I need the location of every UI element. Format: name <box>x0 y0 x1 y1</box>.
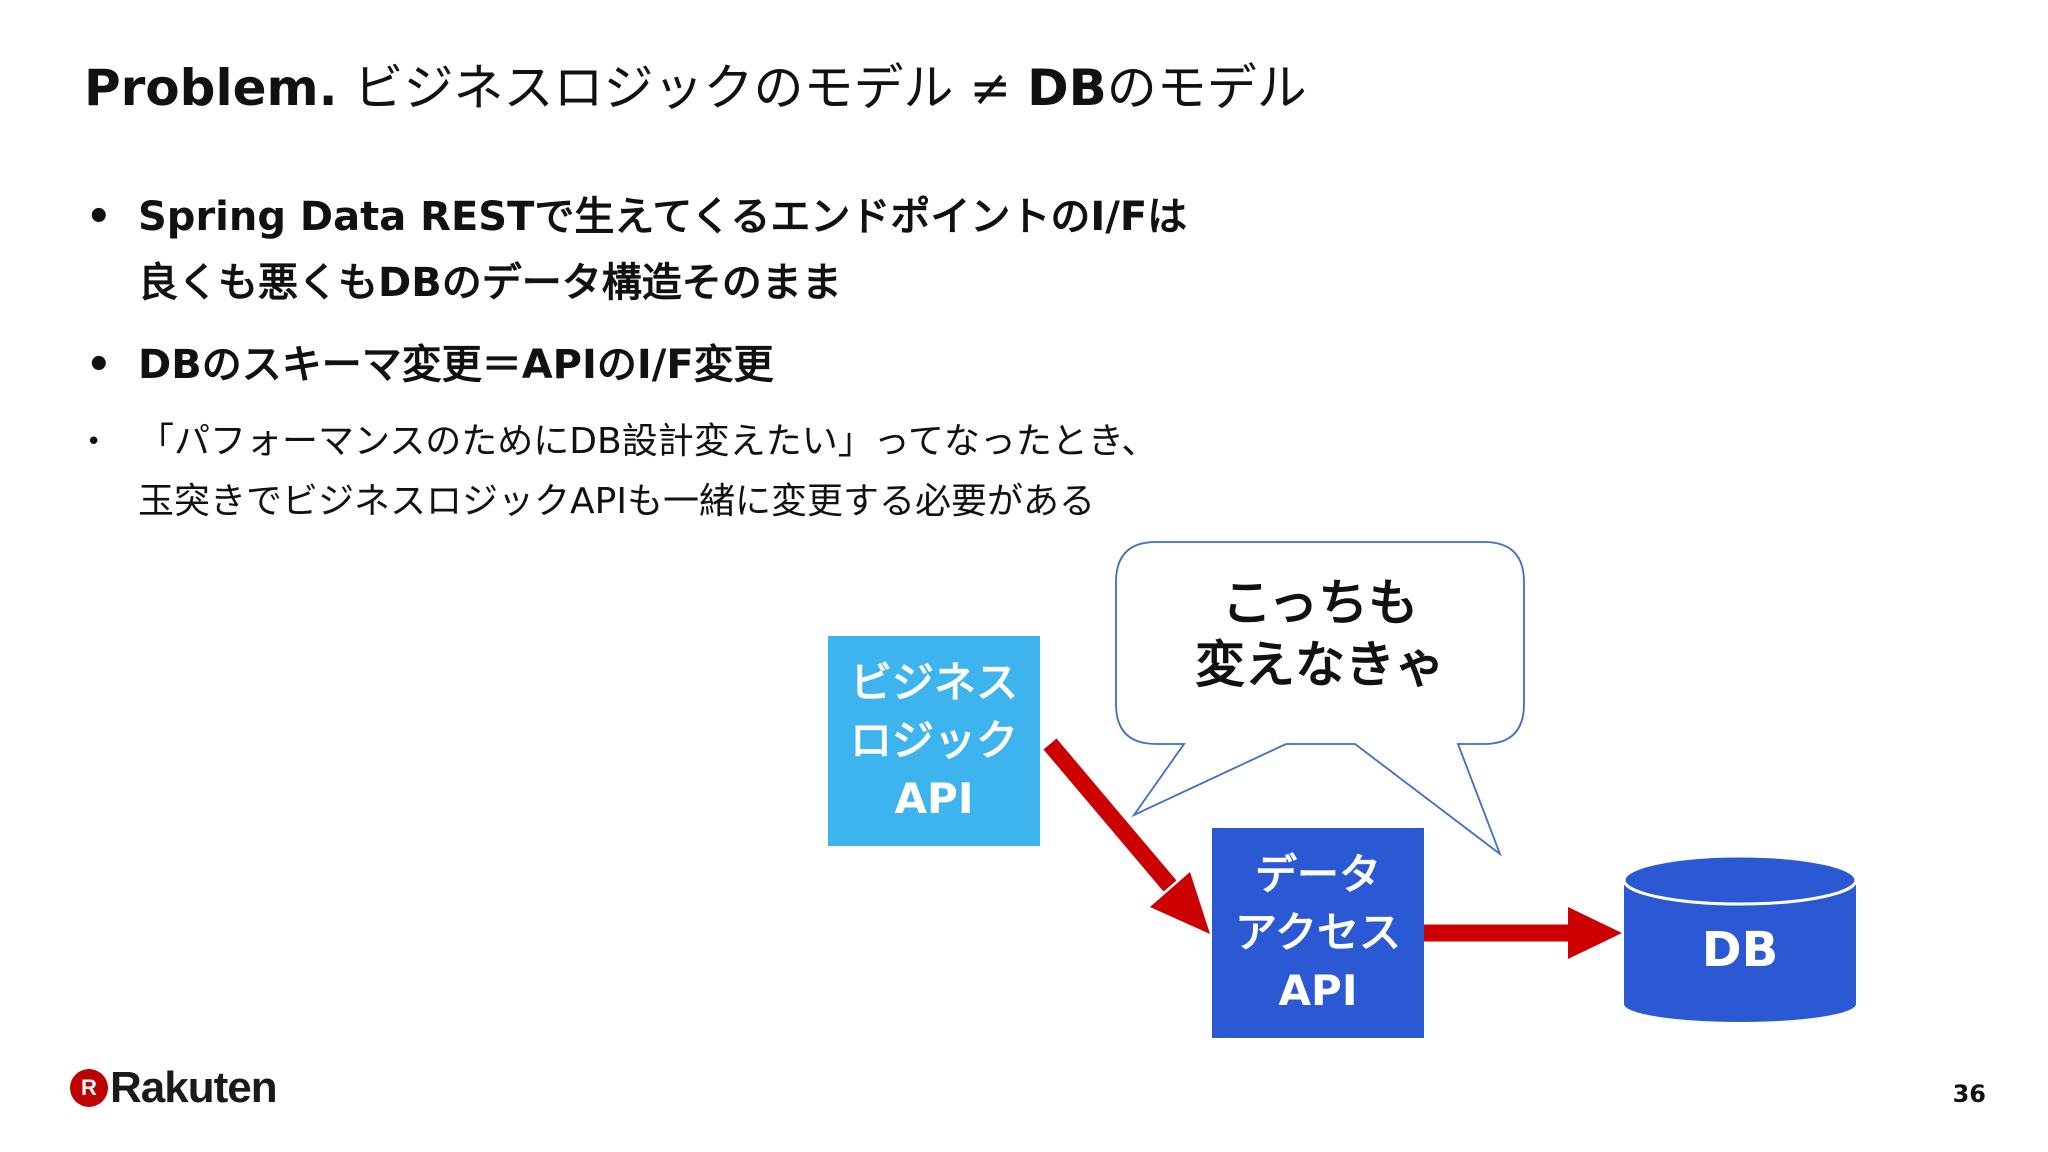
slide-title: Problem. ビジネスロジックのモデル ≠ DBのモデル <box>84 58 1307 118</box>
bullet-3-line-1: 「パフォーマンスのためにDB設計変えたい」ってなったとき、 <box>138 421 1158 462</box>
bullet-2-line-1: DBのスキーマ変更＝APIのI/F変更 <box>138 342 774 388</box>
speech-bubble-line-1: こっちも <box>1221 574 1419 632</box>
data-access-api-line-1: データ <box>1254 850 1381 899</box>
speech-bubble-line-2: 変えなきゃ <box>1195 636 1445 694</box>
bullet-1-line-1: Spring Data RESTで生えてくるエンドポイントのI/Fは <box>138 194 1188 240</box>
data-access-api-line-3: API <box>1278 966 1358 1015</box>
data-access-api-box: データ アクセス API <box>1212 828 1424 1038</box>
bullet-3-line-2: 玉突きでビジネスロジックAPIも一緒に変更する必要がある <box>138 481 1095 522</box>
speech-bubble-text: こっちも 変えなきゃ <box>1116 572 1524 696</box>
business-api-line-3: API <box>894 774 974 823</box>
bullet-item-schema-change: • DBのスキーマ変更＝APIのI/F変更 <box>84 332 1384 398</box>
title-db: DB <box>1027 59 1107 117</box>
business-api-line-2: ロジック <box>849 716 1018 765</box>
arrow-head-business-to-data-access <box>1150 872 1210 934</box>
title-problem: Problem. <box>84 59 338 117</box>
business-api-line-1: ビジネス <box>849 658 1018 707</box>
bullet-item-cascade-change: • 「パフォーマンスのためにDB設計変えたい」ってなったとき、 玉突きでビジネス… <box>84 412 1384 532</box>
title-tail: のモデル <box>1106 59 1307 117</box>
business-logic-api-box: ビジネス ロジック API <box>828 636 1040 846</box>
rakuten-logo: R Rakuten <box>70 1062 278 1114</box>
arrow-head-data-access-to-db <box>1568 907 1622 959</box>
bullet-list: • Spring Data RESTで生えてくるエンドポイントのI/Fは 良くも… <box>84 184 1384 532</box>
data-access-api-line-2: アクセス <box>1235 908 1401 957</box>
bullet-item-spring-data-rest: • Spring Data RESTで生えてくるエンドポイントのI/Fは 良くも… <box>84 184 1384 316</box>
bullet-marker: • <box>86 427 102 457</box>
db-label: DB <box>1701 922 1779 978</box>
title-text: ビジネスロジックのモデル ≠ <box>337 59 1028 117</box>
rakuten-logo-mark: R <box>70 1069 108 1107</box>
page-number: 36 <box>1952 1080 1986 1108</box>
arrow-business-to-data-access <box>1043 738 1177 892</box>
rakuten-logo-word: Rakuten <box>110 1063 278 1112</box>
bullet-marker: • <box>86 342 112 388</box>
bullet-1-line-2: 良くも悪くもDBのデータ構造そのまま <box>138 260 842 306</box>
bullet-marker: • <box>86 194 112 240</box>
